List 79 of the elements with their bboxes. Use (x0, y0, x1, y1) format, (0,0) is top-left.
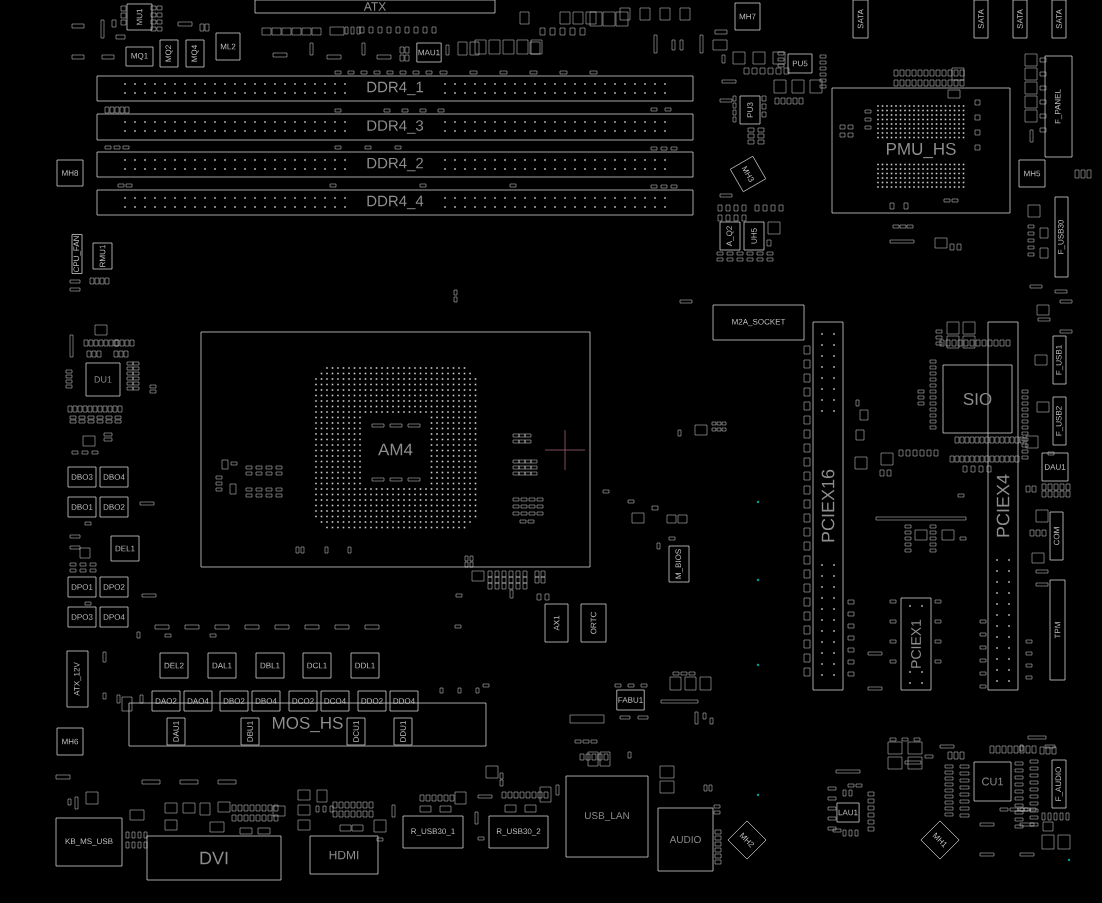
chip-outline: DEL1 (110, 535, 140, 562)
connector-outline: HDMI (309, 835, 379, 875)
chip-outline: A_Q2 (719, 221, 741, 251)
connector-outline: USB_LAN (565, 775, 649, 858)
memory-slot: DDR4_2 (96, 151, 694, 178)
chip-outline: DBO4 (251, 690, 281, 712)
chip-outline: DPO1 (67, 576, 97, 598)
chip-outline: DBO4 (99, 466, 129, 488)
expansion-slot: PCIEX16 (812, 321, 844, 691)
connector-outline: ATX (254, 0, 496, 14)
chip-outline: M_BIOS (668, 545, 690, 583)
chip-outline: DPO3 (67, 606, 97, 628)
connector-outline: KB_MS_USB (55, 817, 123, 867)
chip-outline: DDL1 (350, 652, 380, 679)
chip-outline: UH5 (743, 221, 765, 251)
chip-outline: MQ2 (159, 39, 179, 68)
chip-outline: RMU1 (92, 242, 113, 270)
mounting-hole: MH8 (56, 159, 84, 187)
cpu-socket: AM4 (200, 331, 591, 568)
chip-outline: DBO3 (67, 466, 97, 488)
connector-outline: CPU_FAN (71, 234, 83, 274)
connector-outline: SATA (1012, 0, 1028, 39)
mounting-hole: MH6 (56, 727, 84, 756)
connector-outline: M2A_SOCKET (712, 304, 805, 341)
chip-outline: CU1 (973, 761, 1012, 802)
chip-outline: DBO1 (67, 496, 97, 518)
chip-outline: DAL1 (207, 652, 237, 679)
chip-outline: DBL1 (255, 652, 285, 679)
chip-outline: DU1 (85, 362, 121, 397)
chip-outline: AX1 (544, 603, 569, 643)
chip-outline: DCO2 (288, 690, 318, 712)
chip-outline: MAU1 (416, 42, 442, 63)
chip-outline: DAO4 (183, 690, 213, 712)
chip-outline: LAU1 (836, 802, 860, 823)
chip-outline: DAU1 (1041, 452, 1069, 482)
chip-outline: DBO2 (99, 496, 129, 518)
chip-outline: PMU_HS (831, 87, 1011, 214)
connector-outline: R_USB30_2 (488, 815, 549, 849)
connector-outline: AUDIO (657, 807, 714, 872)
chip-outline: DPO4 (99, 606, 129, 628)
chip-outline: MU1 (126, 3, 153, 31)
memory-slot: DDR4_3 (96, 113, 694, 141)
chip-outline: DEL2 (159, 652, 189, 679)
chip-outline: DBU1 (240, 717, 260, 746)
chip-outline: DAO2 (151, 690, 181, 712)
connector-outline: ATX_12V (66, 650, 89, 708)
mounting-hole: MH5 (1018, 159, 1046, 188)
expansion-slot: PCIEX1 (900, 597, 932, 691)
chip-outline: DCO4 (320, 690, 350, 712)
connector-outline: R_USB30_1 (402, 815, 464, 849)
connector-outline: F_PANEL (1044, 55, 1073, 158)
chip-outline: DCU1 (346, 717, 366, 746)
connector-outline: SATA (973, 0, 989, 39)
connector-outline: F_USB1 (1052, 335, 1067, 385)
connector-outline: F_USB30 (1054, 196, 1069, 278)
memory-slot: DDR4_4 (96, 189, 694, 216)
chip-outline: PU3 (739, 95, 761, 125)
chip-outline: DDU1 (393, 717, 413, 746)
chip-outline: DBO2 (219, 690, 249, 712)
chip-outline: DDO4 (389, 690, 419, 712)
chip-outline: MQ4 (185, 39, 205, 68)
chip-outline: ORTC (580, 603, 607, 643)
chip-outline: DCL1 (302, 652, 332, 679)
chip-outline: PU5 (787, 53, 813, 74)
memory-slot: DDR4_1 (96, 75, 694, 102)
chip-outline: FABU1 (616, 689, 645, 711)
connector-outline: TPM (1049, 579, 1066, 681)
chip-outline: DAU1 (166, 717, 186, 746)
connector-outline: DVI (146, 835, 282, 881)
connector-outline: F_USB2 (1052, 396, 1067, 446)
chip-outline: ML2 (215, 32, 241, 61)
connector-outline: SATA (852, 0, 869, 39)
mounting-hole: MH7 (734, 2, 761, 31)
connector-outline: COM (1049, 511, 1064, 561)
chip-outline: DDO2 (357, 690, 387, 712)
connector-outline: SATA (1051, 0, 1067, 39)
chip-outline: MQ1 (125, 46, 154, 67)
chip-outline: DPO2 (99, 576, 129, 598)
connector-outline: F_AUDIO (1051, 759, 1067, 809)
